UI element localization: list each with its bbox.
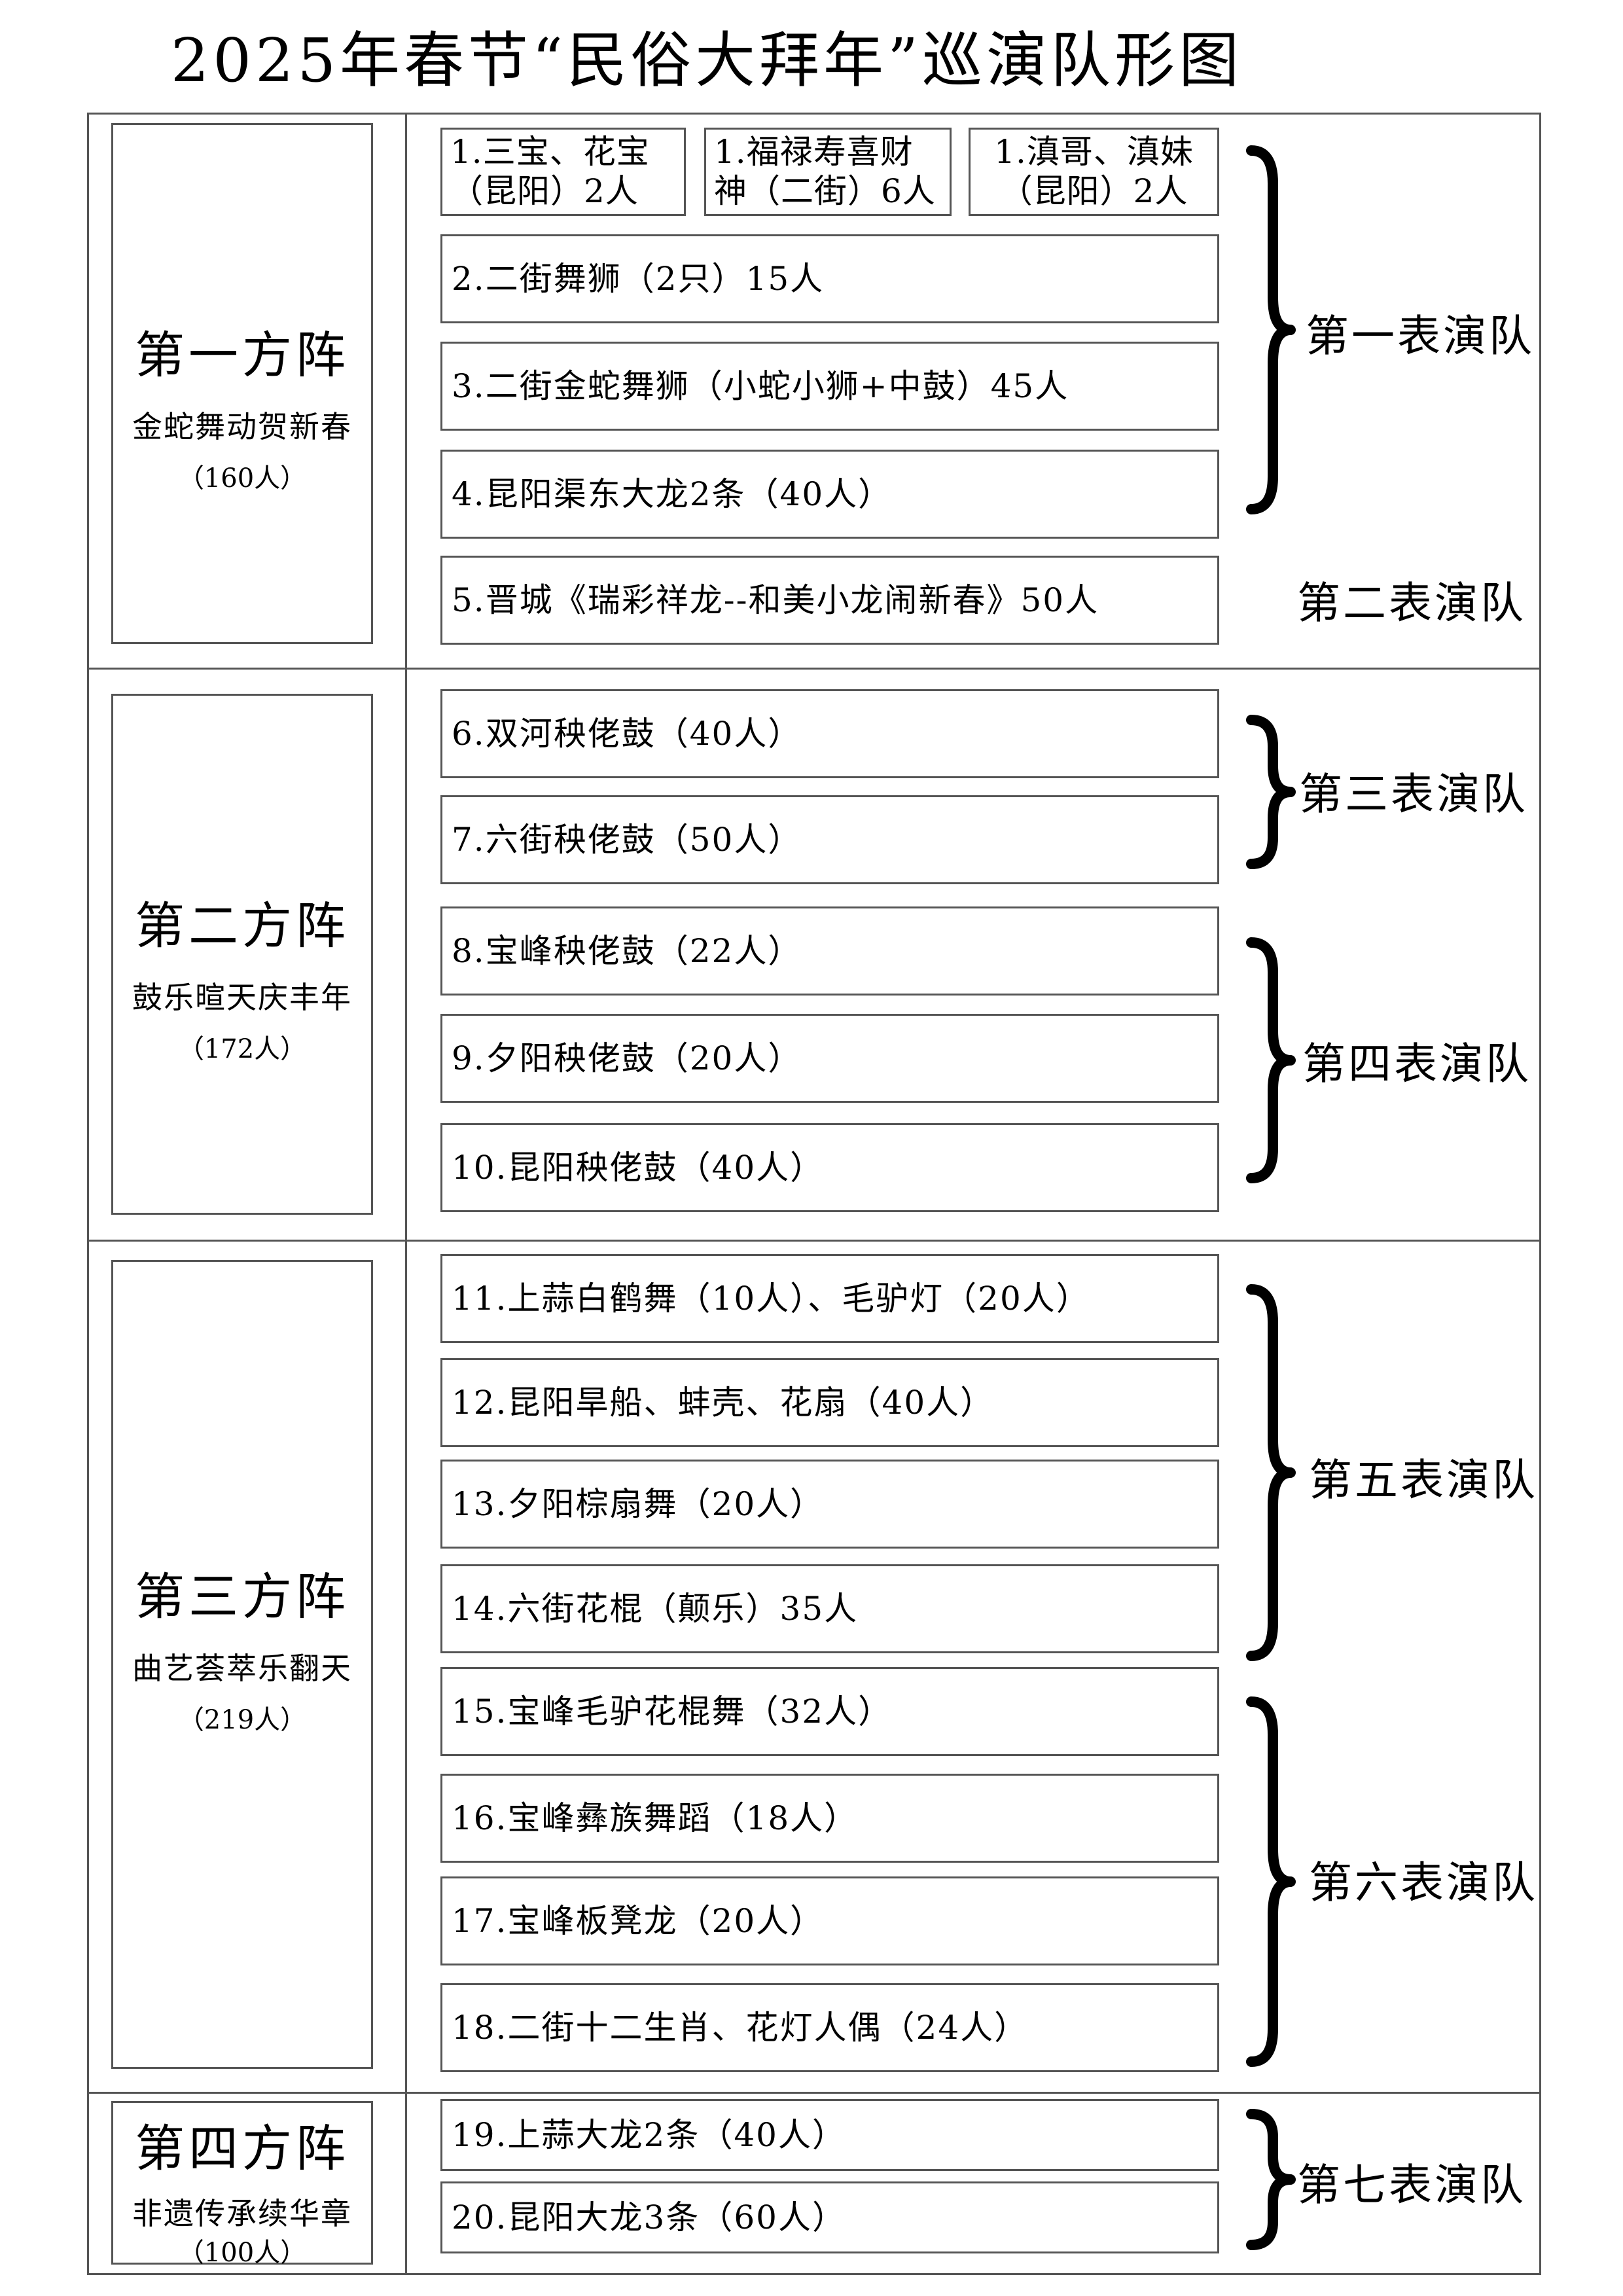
list-item: 4.昆阳渠东大龙2条（40人） bbox=[440, 450, 1219, 539]
top-item-1: 1.三宝、花宝 （昆阳）2人 bbox=[440, 128, 686, 216]
list-item: 5.晋城《瑞彩祥龙--和美小龙闹新春》50人 bbox=[440, 556, 1219, 645]
group-label-2: 第二表演队 bbox=[1297, 578, 1526, 628]
row-divider-3 bbox=[87, 2092, 1541, 2094]
group-label-3: 第三表演队 bbox=[1299, 769, 1528, 819]
group-label-4: 第四表演队 bbox=[1302, 1039, 1531, 1089]
top-item-2-line1: 1.福禄寿喜财 bbox=[714, 133, 914, 171]
phalanx-3-theme: 曲艺荟萃乐翻天 bbox=[132, 1651, 352, 1686]
top-item-2: 1.福禄寿喜财 神（二街）6人 bbox=[704, 128, 952, 216]
list-item: 3.二街金蛇舞狮（小蛇小狮+中鼓）45人 bbox=[440, 342, 1219, 431]
page-title: 2025年春节“民俗大拜年”巡演队形图 bbox=[170, 26, 1243, 96]
list-item: 9.夕阳秧佬鼓（20人） bbox=[440, 1014, 1219, 1103]
formation-table bbox=[87, 113, 1541, 2275]
group-label-5: 第五表演队 bbox=[1309, 1455, 1538, 1505]
top-item-3-line1: 1.滇哥、滇妹 bbox=[994, 133, 1194, 171]
top-item-3: 1.滇哥、滇妹 （昆阳）2人 bbox=[969, 128, 1219, 216]
brace-icon bbox=[1246, 937, 1296, 1183]
row-divider-2 bbox=[87, 1240, 1541, 1242]
list-item: 2.二街舞狮（2只）15人 bbox=[440, 234, 1219, 323]
phalanx-1-box: 第一方阵 金蛇舞动贺新春 （160人） bbox=[111, 123, 373, 644]
list-item: 19.上蒜大龙2条（40人） bbox=[440, 2099, 1219, 2171]
phalanx-2-count: （172人） bbox=[177, 1034, 307, 1064]
list-item: 20.昆阳大龙3条（60人） bbox=[440, 2181, 1219, 2253]
phalanx-3-name: 第三方阵 bbox=[135, 1568, 349, 1626]
top-item-1-line2: （昆阳）2人 bbox=[450, 172, 639, 210]
phalanx-2-theme: 鼓乐暄天庆丰年 bbox=[132, 980, 352, 1015]
list-item: 6.双河秧佬鼓（40人） bbox=[440, 689, 1219, 778]
group-label-1: 第一表演队 bbox=[1306, 311, 1535, 361]
phalanx-4-name: 第四方阵 bbox=[135, 2119, 349, 2178]
phalanx-1-count: （160人） bbox=[177, 463, 307, 493]
brace-icon bbox=[1246, 1284, 1296, 1661]
list-item: 12.昆阳旱船、蚌壳、花扇（40人） bbox=[440, 1358, 1219, 1447]
brace-icon bbox=[1246, 2109, 1296, 2250]
group-label-6: 第六表演队 bbox=[1309, 1857, 1538, 1908]
list-item: 13.夕阳棕扇舞（20人） bbox=[440, 1460, 1219, 1549]
column-divider bbox=[405, 113, 407, 2275]
brace-icon bbox=[1246, 1696, 1296, 2067]
phalanx-1-theme: 金蛇舞动贺新春 bbox=[132, 409, 352, 444]
list-item: 8.宝峰秧佬鼓（22人） bbox=[440, 906, 1219, 996]
list-item: 11.上蒜白鹤舞（10人）、毛驴灯（20人） bbox=[440, 1254, 1219, 1343]
list-item: 15.宝峰毛驴花棍舞（32人） bbox=[440, 1667, 1219, 1756]
phalanx-4-box: 第四方阵 非遗传承续华章 （100人） bbox=[111, 2101, 373, 2268]
list-item: 17.宝峰板凳龙（20人） bbox=[440, 1876, 1219, 1965]
list-item: 7.六街秧佬鼓（50人） bbox=[440, 795, 1219, 884]
top-item-1-line1: 1.三宝、花宝 bbox=[450, 133, 650, 171]
top-item-3-line2: （昆阳）2人 bbox=[999, 172, 1188, 210]
phalanx-4-count: （100人） bbox=[177, 2238, 307, 2268]
phalanx-2-box: 第二方阵 鼓乐暄天庆丰年 （172人） bbox=[111, 694, 373, 1215]
phalanx-4-theme: 非遗传承续华章 bbox=[132, 2196, 352, 2231]
row-divider-1 bbox=[87, 668, 1541, 670]
phalanx-2-name: 第二方阵 bbox=[135, 897, 349, 955]
list-item: 16.宝峰彝族舞蹈（18人） bbox=[440, 1774, 1219, 1863]
top-item-2-line2: 神（二街）6人 bbox=[714, 172, 936, 210]
list-item: 18.二街十二生肖、花灯人偶（24人） bbox=[440, 1983, 1219, 2072]
phalanx-1-name: 第一方阵 bbox=[135, 326, 349, 384]
list-item: 10.昆阳秧佬鼓（40人） bbox=[440, 1123, 1219, 1212]
brace-icon bbox=[1246, 715, 1296, 869]
list-item: 14.六街花棍（颠乐）35人 bbox=[440, 1564, 1219, 1653]
group-label-7: 第七表演队 bbox=[1297, 2160, 1526, 2210]
phalanx-3-box: 第三方阵 曲艺荟萃乐翻天 （219人） bbox=[111, 1260, 373, 2069]
brace-icon bbox=[1246, 145, 1296, 514]
phalanx-3-count: （219人） bbox=[177, 1705, 307, 1735]
